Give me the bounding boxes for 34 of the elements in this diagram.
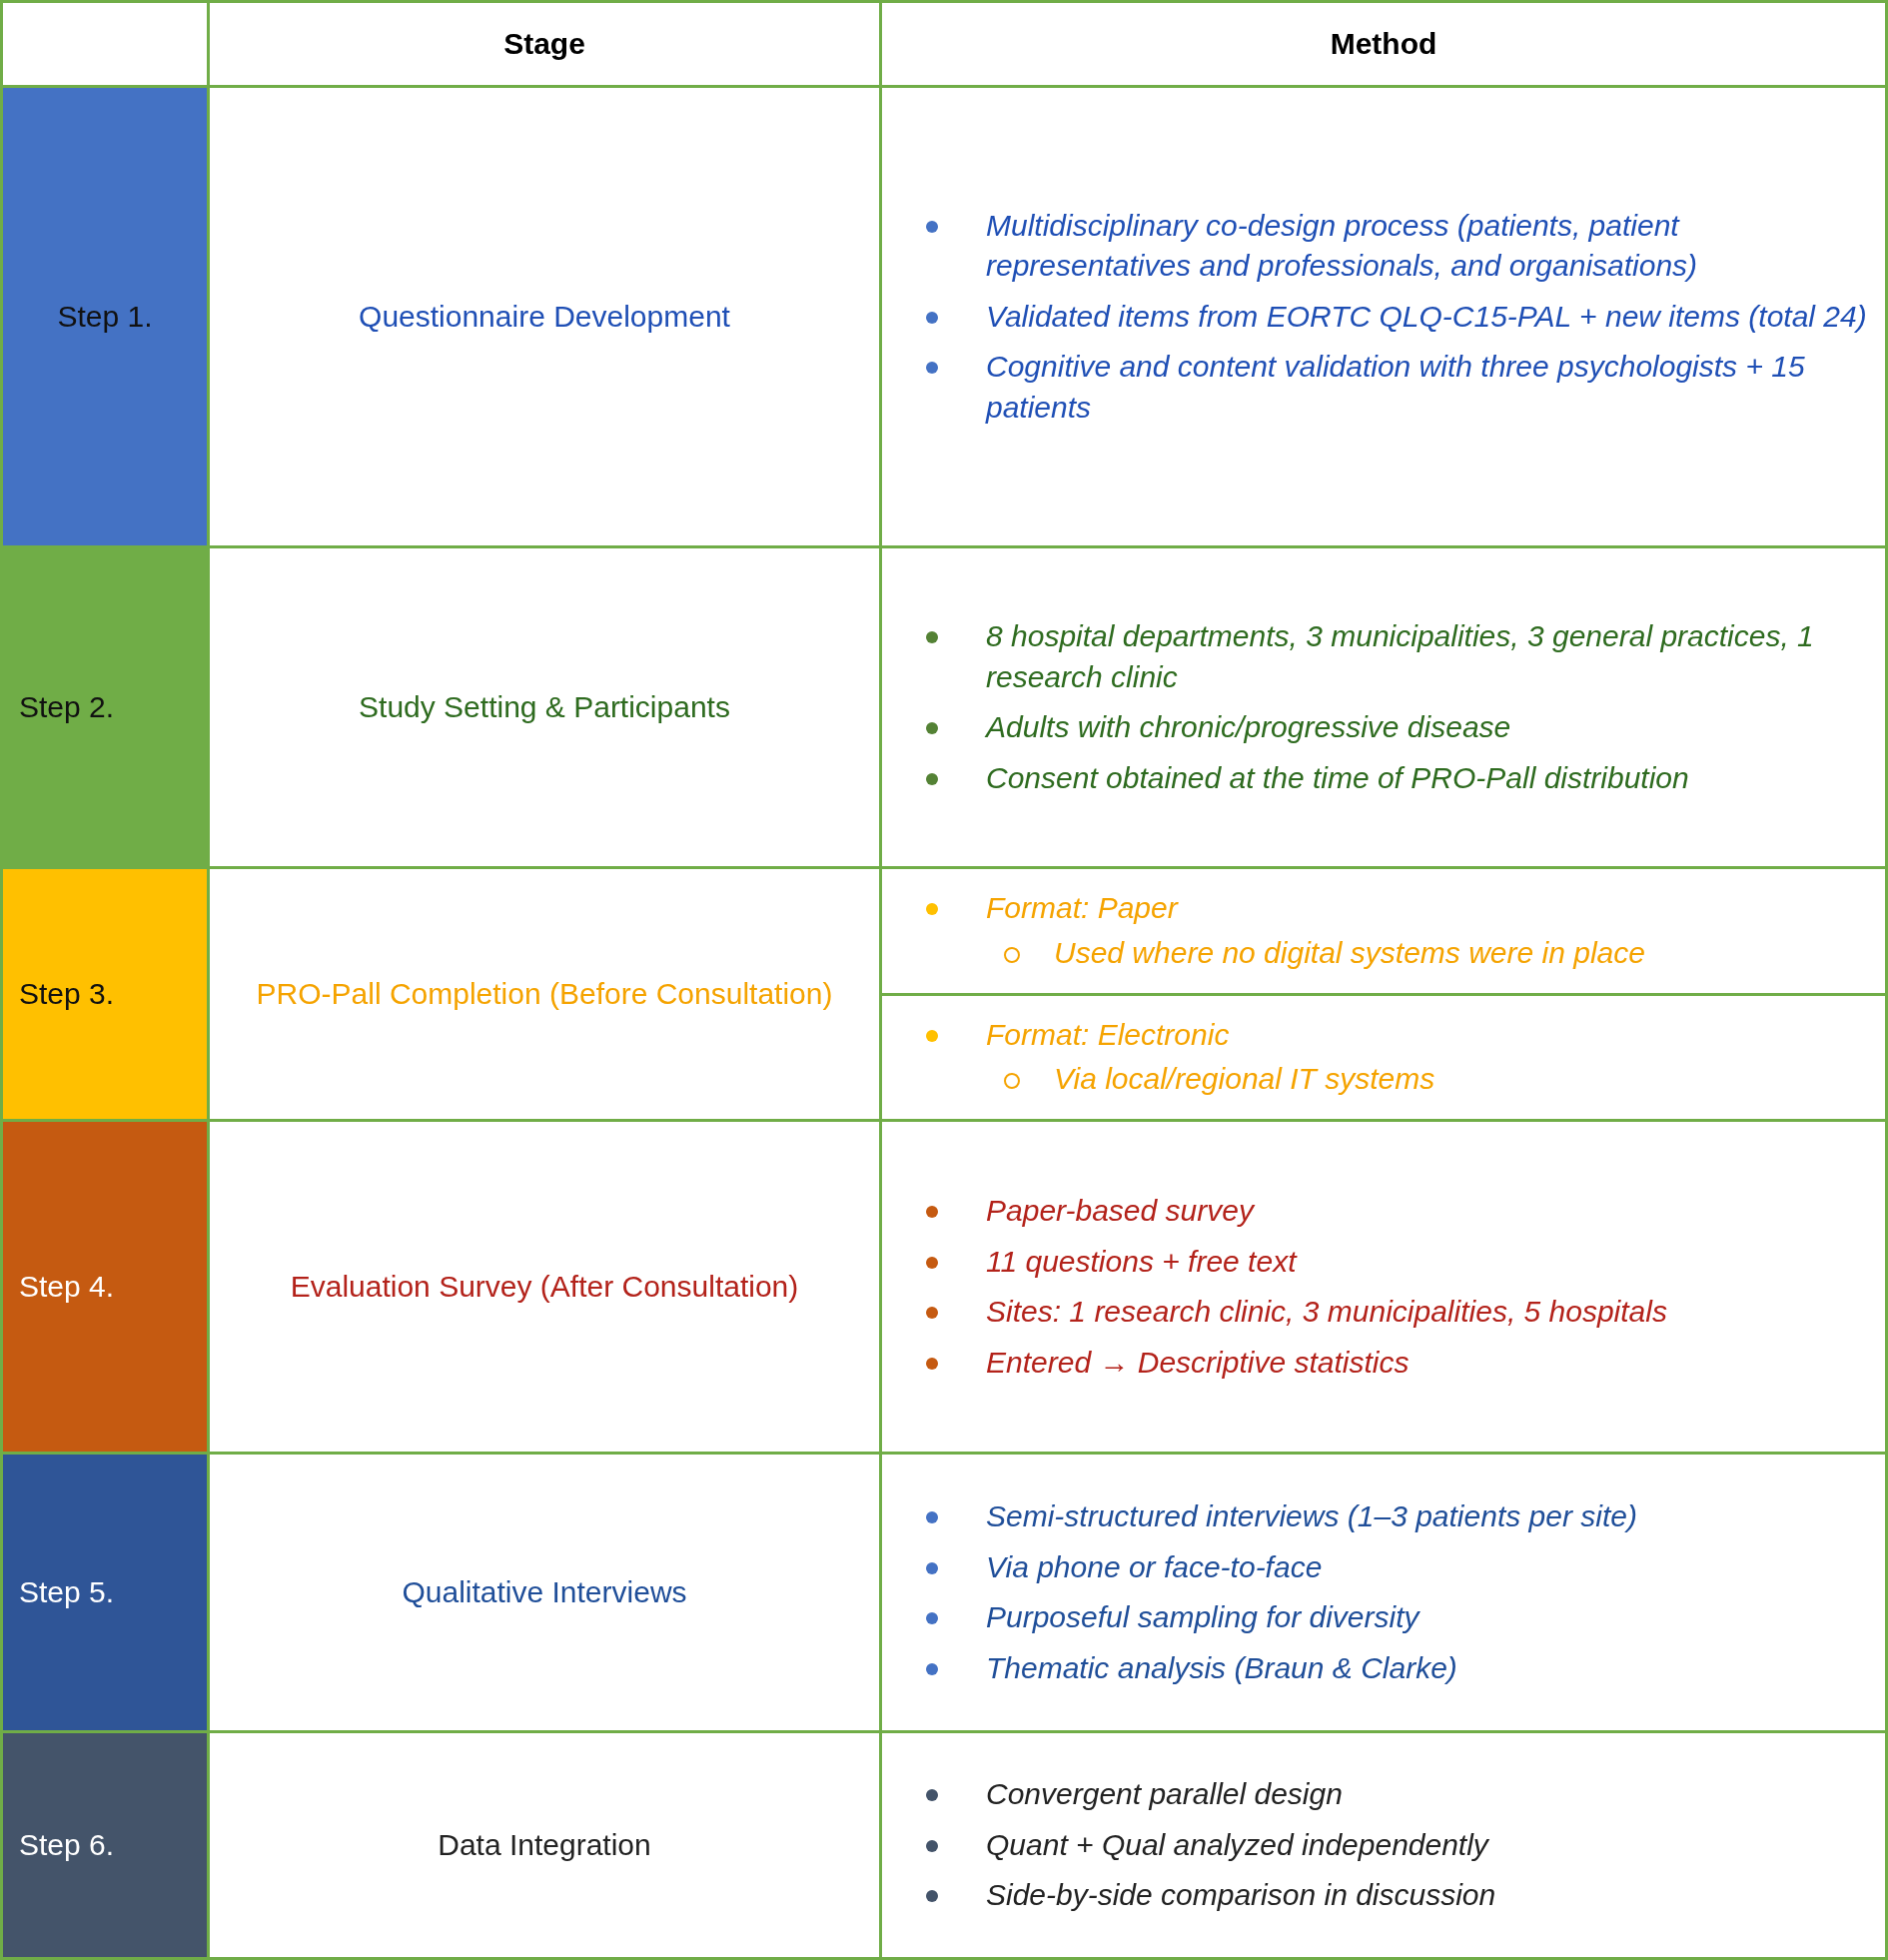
method-item: Paper-based survey [986,1193,1254,1229]
method-item: Via phone or face-to-face [986,1548,1323,1585]
method-item: Via local/regional IT systems [1054,1061,1435,1098]
method-item: Cognitive and content validation with three psychologists + 15 patients [986,349,1806,426]
method-item: Format: Electronic [986,1016,1230,1053]
method-item: Consent obtained at the time of PRO-Pall distribution [986,759,1689,796]
method-item: Side-by-side comparison in discussion [986,1877,1496,1914]
method-item: Format: Paper [986,890,1178,927]
method-item: Semi-structured interviews (1–3 patients per site) [986,1498,1637,1534]
stage-cell: Qualitative Interviews [210,1455,879,1730]
method-item: Convergent parallel design [986,1776,1343,1813]
step-cell: Step 3. [3,869,207,1119]
method-item: Adults with chronic/progressive disease [986,709,1511,745]
stage-cell: Study Setting & Participants [210,548,879,866]
column-header: Stage [210,3,879,85]
step-cell: Step 1. [3,88,207,545]
method-item: Purposeful sampling for diversity [986,1599,1419,1635]
method-item: 8 hospital departments, 3 municipalities, 3 general practices, 1 research clinic [986,618,1815,695]
method-item: Entered → Descriptive statistics [986,1344,1410,1381]
method-item: Multidisciplinary co-design process (patients, patient representatives and professionals, and organisations) [986,207,1699,285]
step-cell: Step 5. [3,1455,207,1730]
method-item: Used where no digital systems were in place [1054,934,1645,971]
stage-cell: Data Integration [210,1733,879,1957]
step-cell: Step 6. [3,1733,207,1957]
stage-cell: Questionnaire Development [210,88,879,545]
step-cell: Step 4. [3,1122,207,1452]
stage-cell: Evaluation Survey (After Consultation) [210,1122,879,1452]
stage-cell: PRO-Pall Completion (Before Consultation) [210,869,879,1119]
column-header: Method [882,3,1885,85]
method-item: Quant + Qual analyzed independently [986,1826,1488,1863]
method-item: Thematic analysis (Braun & Clarke) [986,1649,1457,1686]
method-item: 11 questions + free text [986,1243,1297,1280]
method-item: Validated items from EORTC QLQ-C15-PAL + new items (total 24) [986,298,1867,335]
method-item: Sites: 1 research clinic, 3 municipalities, 5 hospitals [986,1294,1667,1330]
